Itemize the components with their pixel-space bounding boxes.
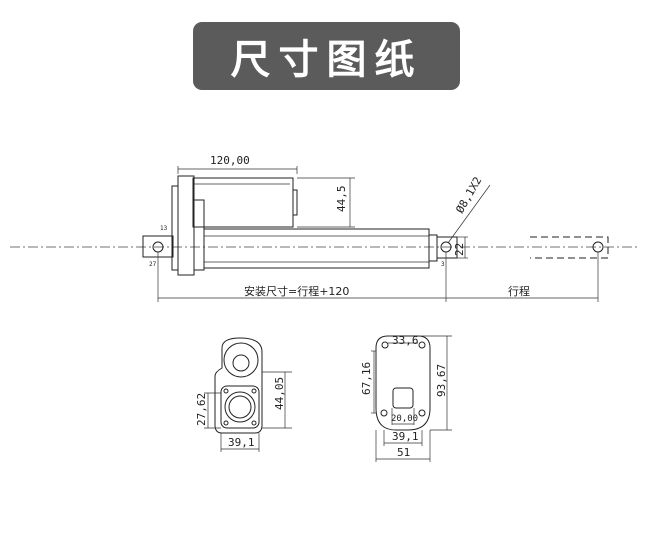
end-cap xyxy=(428,234,438,262)
motor-endcap xyxy=(292,189,298,216)
dim-hole-diameter: Ø8,1X2 xyxy=(453,175,484,216)
dim-small-13: 13 xyxy=(160,225,168,232)
dim-rod-height: 22 xyxy=(453,243,466,256)
dim-front-left-height: 27,62 xyxy=(195,393,208,426)
gearbox-housing xyxy=(177,175,195,276)
tube-flange xyxy=(220,385,260,429)
motor-inner xyxy=(232,354,250,372)
dim-motor-length: 120,00 xyxy=(210,154,250,167)
dim-install-size: 安装尺寸=行程+120 xyxy=(244,284,349,298)
dim-back-top-width: 33,6 xyxy=(392,334,419,347)
dim-back-inner-width: 20,00 xyxy=(391,414,418,424)
connector xyxy=(392,387,414,409)
screw xyxy=(223,420,229,426)
leader-line xyxy=(447,184,491,244)
dim-back-total-height: 93,67 xyxy=(435,364,448,397)
screw xyxy=(251,420,257,426)
dim-back-total-width: 51 xyxy=(397,446,410,459)
gearbox-flange xyxy=(193,199,205,271)
front-housing xyxy=(214,337,263,434)
side-view: 120,00 44,5 Ø8,1X2 22 13 27 3 安装尺寸=行程+12… xyxy=(10,154,640,302)
screw xyxy=(223,388,229,394)
gearbox-rear xyxy=(171,185,179,271)
motor-body xyxy=(192,177,294,228)
dim-front-width: 39,1 xyxy=(228,436,255,449)
back-housing xyxy=(375,335,431,431)
tube-circle xyxy=(224,391,256,423)
screw xyxy=(418,341,426,349)
dim-small-3: 3 xyxy=(441,261,445,268)
front-view: 44,05 27,62 39,1 xyxy=(195,337,292,452)
dim-small-27: 27 xyxy=(149,261,157,268)
back-view: 33,6 67,16 93,67 20,00 39,1 51 xyxy=(360,334,452,462)
screw xyxy=(380,409,388,417)
screw xyxy=(251,388,257,394)
tube-inner xyxy=(228,395,252,419)
rod-eye xyxy=(436,236,458,259)
page-title: 尺寸图纸 xyxy=(230,37,423,83)
dim-stroke: 行程 xyxy=(508,285,530,298)
screw xyxy=(418,409,426,417)
dim-front-height: 44,05 xyxy=(273,377,286,410)
dim-back-left-height: 67,16 xyxy=(360,362,373,395)
dim-motor-height: 44,5 xyxy=(335,186,348,213)
screw xyxy=(381,341,389,349)
motor-circle xyxy=(223,342,259,378)
dim-back-mid-width: 39,1 xyxy=(392,430,419,443)
extended-rod xyxy=(530,236,609,259)
title-badge: 尺寸图纸 xyxy=(193,22,460,90)
